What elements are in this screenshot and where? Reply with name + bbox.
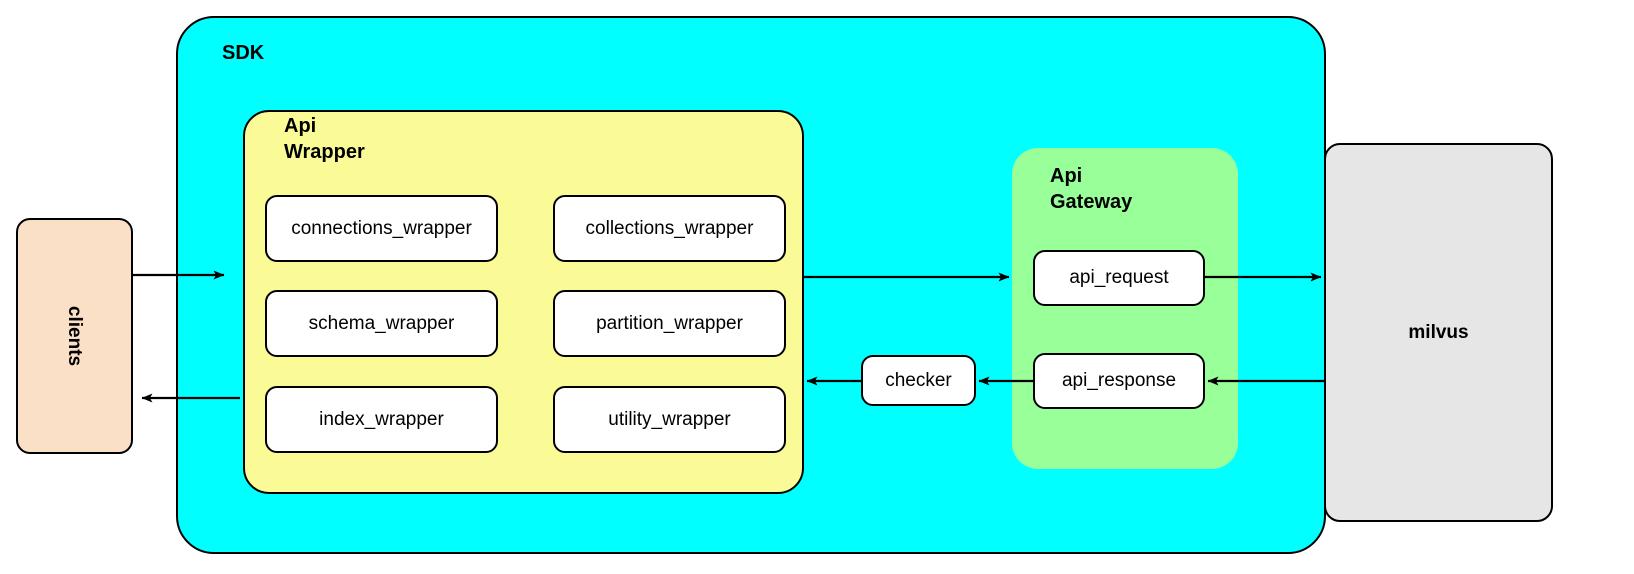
node-schema-wrapper[interactable]: schema_wrapper <box>265 290 498 357</box>
node-milvus-label: milvus <box>1408 321 1469 343</box>
node-clients-label: clients <box>64 305 86 367</box>
node-collections-wrapper[interactable]: collections_wrapper <box>553 195 786 262</box>
node-checker[interactable]: checker <box>861 355 976 406</box>
node-api-request[interactable]: api_request <box>1033 250 1205 306</box>
node-collections-wrapper-label: collections_wrapper <box>585 217 754 239</box>
node-partition-wrapper-label: partition_wrapper <box>596 312 743 334</box>
node-connections-wrapper[interactable]: connections_wrapper <box>265 195 498 262</box>
api-gateway-container <box>1012 148 1238 469</box>
node-utility-wrapper-label: utility_wrapper <box>608 408 731 430</box>
api-gateway-container-label: Api Gateway <box>1050 165 1133 213</box>
node-index-wrapper-label: index_wrapper <box>319 408 444 430</box>
sdk-container-label: SDK <box>222 42 265 64</box>
node-index-wrapper[interactable]: index_wrapper <box>265 386 498 453</box>
node-checker-label: checker <box>885 369 952 391</box>
node-api-request-label: api_request <box>1069 267 1169 288</box>
node-api-response-label: api_response <box>1061 370 1177 391</box>
node-connections-wrapper-label: connections_wrapper <box>291 217 472 239</box>
node-clients[interactable]: clients <box>16 218 133 454</box>
node-utility-wrapper[interactable]: utility_wrapper <box>553 386 786 453</box>
node-partition-wrapper[interactable]: partition_wrapper <box>553 290 786 357</box>
node-milvus[interactable]: milvus <box>1324 143 1553 522</box>
node-api-response[interactable]: api_response <box>1033 353 1205 409</box>
api-wrapper-container-label: Api Wrapper <box>284 115 365 163</box>
node-schema-wrapper-label: schema_wrapper <box>308 312 455 334</box>
